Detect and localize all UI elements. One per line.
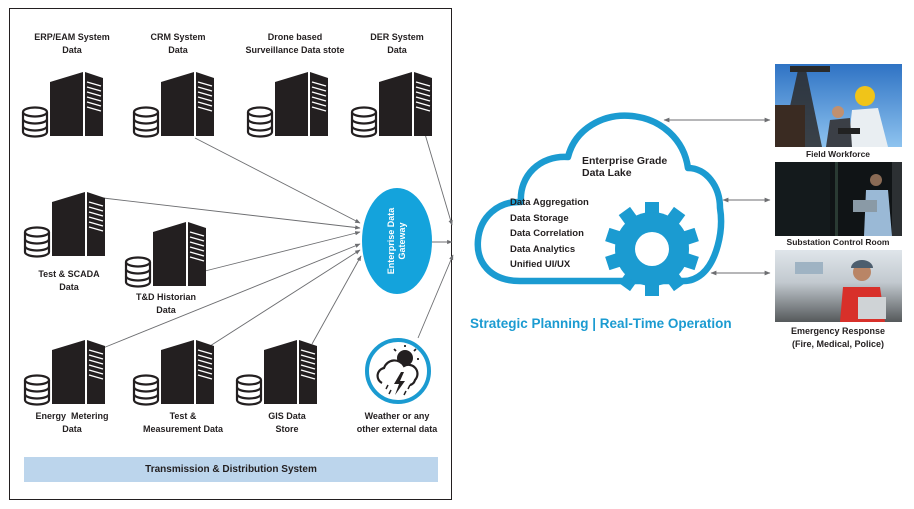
label-line: Field Workforce — [805, 149, 871, 159]
crm-server-database-icon — [132, 70, 216, 138]
label-line: Gateway — [397, 222, 407, 260]
source-der-label: DER System Data — [370, 31, 424, 57]
label-line: Test & SCADA — [38, 269, 100, 279]
capability-item: Data Correlation — [510, 228, 584, 239]
data-lake-title: Enterprise Grade Data Lake — [582, 155, 667, 179]
data-lake-capabilities: Data Aggregation Data Storage Data Corre… — [510, 195, 589, 273]
substation-control-room-photo — [775, 162, 902, 236]
label-line: T&D Historian — [135, 292, 197, 302]
gateway-label: Enterprise Data Gateway — [386, 181, 408, 301]
label-line: Drone based — [267, 32, 323, 42]
capability-item: Unified UI/UX — [510, 259, 571, 270]
source-measurement-label: Test & Measurement Data — [143, 410, 223, 436]
system-band: Transmission & Distribution System — [24, 457, 438, 482]
label-line: Enterprise Data — [386, 207, 396, 275]
measurement-server-database-icon — [132, 338, 216, 406]
label-line: GIS Data — [268, 411, 306, 421]
enterprise-data-gateway — [362, 188, 432, 294]
source-historian-label: T&D Historian Data — [136, 291, 196, 317]
label-line: Data — [62, 424, 82, 434]
capability-item: Data Analytics — [510, 243, 576, 255]
label-line: Weather or any — [364, 411, 430, 421]
capability-item: Data Storage — [510, 212, 569, 224]
label-line: Data — [168, 45, 188, 55]
connector-weather — [417, 254, 454, 339]
historian-server-database-icon — [124, 220, 208, 288]
label-line: Measurement Data — [142, 424, 224, 434]
label-line: Data — [387, 45, 407, 55]
weather-storm-icon — [365, 338, 431, 404]
label-line: (Fire, Medical, Police) — [791, 339, 885, 349]
label-line: Energy Metering — [35, 411, 109, 421]
connector-measurement — [209, 249, 361, 347]
field-workforce-photo — [775, 64, 902, 147]
source-crm-label: CRM System Data — [150, 31, 205, 57]
emergency-response-photo — [775, 250, 902, 322]
consumer-substation-label: Substation Control Room — [758, 236, 914, 248]
label-line: Store — [275, 424, 299, 434]
gear-icon — [605, 202, 699, 296]
source-weather-label: Weather or any other external data — [357, 410, 438, 436]
source-erp-label: ERP/EAM System Data — [34, 31, 110, 57]
connector-crm — [194, 137, 361, 224]
source-scada-label: Test & SCADA Data — [38, 268, 99, 294]
consumer-emergency-label: Emergency Response (Fire, Medical, Polic… — [758, 325, 914, 351]
strategic-tagline: Strategic Planning | Real-Time Operation — [470, 316, 732, 331]
label-line: Emergency Response — [790, 326, 886, 336]
label-line: ERP/EAM System — [34, 32, 110, 42]
source-drone-label: Drone based Surveillance Data stote — [245, 31, 344, 57]
connector-der — [424, 133, 453, 226]
label-line: Data Lake — [582, 167, 632, 179]
label-line: Data — [156, 305, 176, 315]
label-line: Data — [62, 45, 82, 55]
gis-server-database-icon — [235, 338, 319, 406]
consumer-field-label: Field Workforce — [758, 148, 914, 160]
label-line: other external data — [356, 424, 438, 434]
scada-server-database-icon — [23, 190, 107, 258]
label-line: DER System — [370, 32, 424, 42]
label-line: Enterprise Grade — [582, 155, 668, 167]
label-line: Test & — [169, 411, 197, 421]
source-metering-label: Energy Metering Data — [35, 410, 108, 436]
source-gis-label: GIS Data Store — [268, 410, 306, 436]
label-line: Data — [59, 282, 79, 292]
connector-gis — [311, 255, 362, 345]
label-line: Surveillance Data stote — [245, 45, 345, 55]
drone-server-database-icon — [246, 70, 330, 138]
label-line: Substation Control Room — [786, 237, 890, 247]
transmission-distribution-frame — [9, 8, 452, 500]
capability-item: Data Aggregation — [510, 197, 589, 208]
metering-server-database-icon — [23, 338, 107, 406]
connector-scada — [102, 197, 361, 230]
connector-historian — [204, 231, 361, 272]
source-connectors — [102, 133, 454, 349]
label-line: CRM System — [150, 32, 206, 42]
consumer-connectors — [663, 117, 771, 276]
der-server-database-icon — [350, 70, 434, 138]
connector-metering — [102, 243, 361, 349]
erp-server-database-icon — [21, 70, 105, 138]
